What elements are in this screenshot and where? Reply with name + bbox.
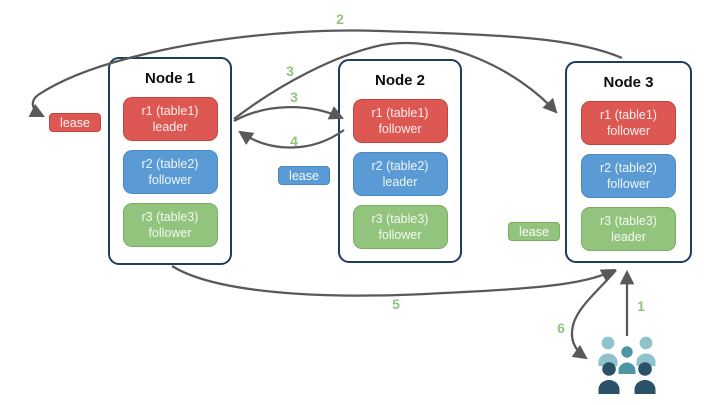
node1-replica-r3: r3 (table3) follower xyxy=(122,203,218,247)
node-1-title: Node 1 xyxy=(144,70,195,87)
replica-label: r2 (table2) xyxy=(141,156,199,171)
arrow-step5-node1-to-node3 xyxy=(171,265,616,297)
replica-role: follower xyxy=(378,122,422,136)
replica-label: r1 (table1) xyxy=(141,103,199,118)
step-label-6: 6 xyxy=(557,320,565,336)
replica-label: r1 (table1) xyxy=(600,107,657,122)
arrow-step3-leader-to-node2-follower xyxy=(233,105,344,122)
node2-replica-r3: r3 (table3) follower xyxy=(352,205,448,249)
replica-label: r2 (table2) xyxy=(371,158,429,173)
node1-replica-r1: r1 (table1) leader xyxy=(122,97,218,141)
arrow-step6-node3-to-users xyxy=(570,269,617,360)
replica-role: follower xyxy=(606,177,651,191)
replica-label: r3 (table3) xyxy=(141,209,199,224)
replica-role: follower xyxy=(148,173,192,187)
node3-replica-r1: r1 (table1) follower xyxy=(581,101,676,145)
lease-badge-r3: lease xyxy=(508,222,560,241)
replica-role: follower xyxy=(378,228,422,242)
lease-badge-r2: lease xyxy=(278,166,330,185)
step-label-5: 5 xyxy=(392,296,400,312)
lease-badge-r1: lease xyxy=(49,113,101,132)
step-label-1: 1 xyxy=(637,298,645,314)
node1-replica-r2: r2 (table2) follower xyxy=(122,150,218,194)
step-label-3a: 3 xyxy=(286,63,294,79)
replica-label: r1 (table1) xyxy=(371,105,429,120)
node-1-box: Node 1 r1 (table1) leader r2 (table2) fo… xyxy=(108,57,232,265)
node3-replica-r3: r3 (table3) leader xyxy=(581,207,676,251)
node3-replica-r2: r2 (table2) follower xyxy=(581,154,676,198)
replica-role: follower xyxy=(606,124,651,138)
replica-role: follower xyxy=(148,226,192,240)
node2-replica-r2: r2 (table2) leader xyxy=(352,152,448,196)
replica-label: r3 (table3) xyxy=(371,211,429,226)
node2-replica-r1: r1 (table1) follower xyxy=(352,99,448,143)
step-label-2: 2 xyxy=(336,11,344,27)
replica-label: r3 (table3) xyxy=(600,213,657,228)
replica-role: leader xyxy=(611,230,646,244)
users-group-icon xyxy=(598,336,656,394)
node-3-title: Node 3 xyxy=(603,74,654,91)
node-2-box: Node 2 r1 (table1) follower r2 (table2) … xyxy=(338,59,462,263)
step-label-4: 4 xyxy=(290,133,298,149)
node-3-box: Node 3 r1 (table1) follower r2 (table2) … xyxy=(565,61,692,263)
node-2-title: Node 2 xyxy=(374,72,425,89)
replica-role: leader xyxy=(152,120,188,134)
replica-label: r2 (table2) xyxy=(600,160,657,175)
replica-role: leader xyxy=(382,175,418,189)
step-label-3b: 3 xyxy=(290,89,298,105)
